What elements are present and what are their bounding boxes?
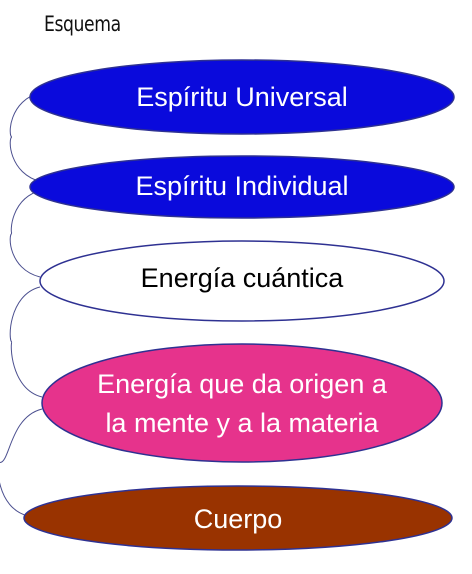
node-ellipse-energia-mente-materia	[41, 343, 443, 463]
node-label-energia-cuantica: Energía cuántica	[141, 263, 345, 293]
node-ellipse-energia-cuantica	[39, 240, 445, 322]
node-energia-cuantica: Energía cuántica	[39, 240, 445, 322]
node-energia-mente-materia: Energía que da origen a la mente y a la m…	[41, 343, 443, 463]
connector-4	[0, 408, 43, 517]
node-label-espiritu-individual: Espíritu Individual	[135, 171, 348, 201]
node-cuerpo: Cuerpo	[23, 485, 453, 551]
connector-3	[9, 286, 43, 398]
node-ellipse-espiritu-universal	[29, 59, 455, 135]
node-label-espiritu-universal: Espíritu Universal	[136, 82, 348, 112]
diagram-title: Esquema	[44, 12, 121, 36]
node-label-cuerpo: Cuerpo	[194, 504, 283, 534]
node-ellipse-cuerpo	[23, 485, 453, 551]
node-ellipse-espiritu-individual	[29, 155, 455, 219]
connector-1	[9, 91, 43, 183]
node-label-energia-mente-materia-line-1: Energía que da origen a	[97, 369, 388, 399]
connector-2	[9, 189, 43, 278]
node-label-energia-mente-materia-line-2: la mente y a la materia	[105, 408, 379, 438]
node-espiritu-individual: Espíritu Individual	[29, 155, 455, 219]
connectors	[0, 91, 43, 517]
node-espiritu-universal: Espíritu Universal	[29, 59, 455, 135]
